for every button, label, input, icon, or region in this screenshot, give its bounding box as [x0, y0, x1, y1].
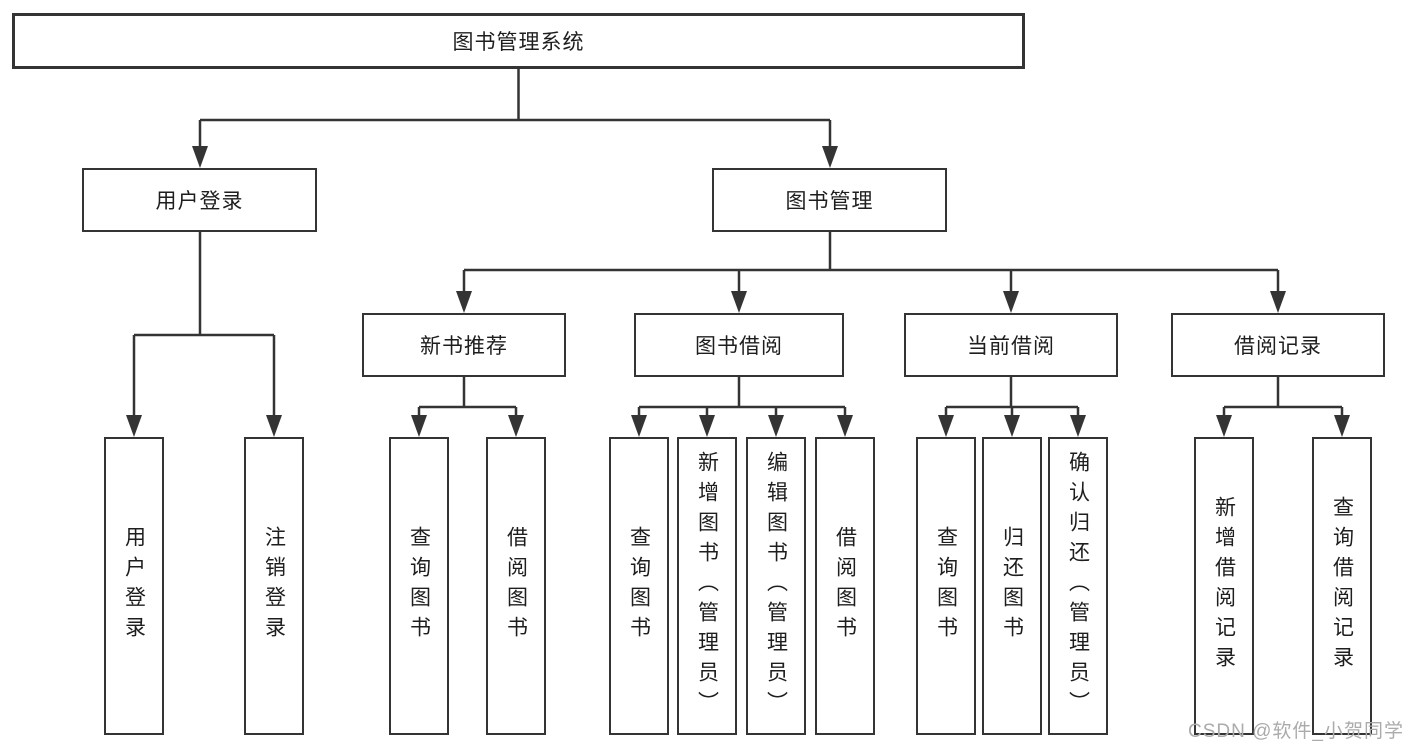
leaf-borrow-book: 借阅图书	[815, 437, 875, 735]
leaf-confirm-return-admin-label: 确认归还（管理员）	[1066, 451, 1090, 721]
leaf-query-book-current: 查询图书	[916, 437, 976, 735]
leaf-borrow-book-recommend: 借阅图书	[486, 437, 546, 735]
leaf-query-book-current-label: 查询图书	[934, 526, 958, 646]
leaf-return-book-label: 归还图书	[1000, 526, 1024, 646]
leaf-add-borrow-record-label: 新增借阅记录	[1212, 496, 1236, 676]
watermark: CSDN @软件_小贺同学	[1188, 721, 1404, 742]
node-book-management: 图书管理	[712, 168, 947, 232]
leaf-query-book-recommend-label: 查询图书	[407, 526, 431, 646]
node-book-borrow: 图书借阅	[634, 313, 844, 377]
node-borrow-record-label: 借阅记录	[1234, 335, 1322, 358]
leaf-query-book-recommend: 查询图书	[389, 437, 449, 735]
node-current-borrow: 当前借阅	[904, 313, 1118, 377]
leaf-query-book-borrow: 查询图书	[609, 437, 669, 735]
leaf-user-login: 用户登录	[104, 437, 164, 735]
leaf-add-book-admin-label: 新增图书（管理员）	[695, 451, 719, 721]
leaf-borrow-book-label: 借阅图书	[833, 526, 857, 646]
leaf-edit-book-admin: 编辑图书（管理员）	[746, 437, 806, 735]
node-borrow-record: 借阅记录	[1171, 313, 1385, 377]
leaf-confirm-return-admin: 确认归还（管理员）	[1048, 437, 1108, 735]
node-user-login-label: 用户登录	[155, 190, 244, 213]
node-root-label: 图书管理系统	[452, 31, 585, 54]
leaf-query-borrow-record: 查询借阅记录	[1312, 437, 1372, 735]
leaf-user-login-label: 用户登录	[122, 526, 146, 646]
leaf-add-book-admin: 新增图书（管理员）	[677, 437, 737, 735]
leaf-query-book-borrow-label: 查询图书	[627, 526, 651, 646]
leaf-query-borrow-record-label: 查询借阅记录	[1330, 496, 1354, 676]
leaf-logout: 注销登录	[244, 437, 304, 735]
leaf-return-book: 归还图书	[982, 437, 1042, 735]
leaf-borrow-book-recommend-label: 借阅图书	[504, 526, 528, 646]
node-book-borrow-label: 图书借阅	[695, 335, 783, 358]
node-current-borrow-label: 当前借阅	[967, 335, 1055, 358]
leaf-edit-book-admin-label: 编辑图书（管理员）	[764, 451, 788, 721]
leaf-logout-label: 注销登录	[262, 526, 286, 646]
node-root: 图书管理系统	[12, 13, 1025, 69]
node-book-management-label: 图书管理	[785, 190, 874, 213]
node-user-login: 用户登录	[82, 168, 317, 232]
node-new-book-recommend-label: 新书推荐	[420, 335, 508, 358]
node-new-book-recommend: 新书推荐	[362, 313, 566, 377]
leaf-add-borrow-record: 新增借阅记录	[1194, 437, 1254, 735]
